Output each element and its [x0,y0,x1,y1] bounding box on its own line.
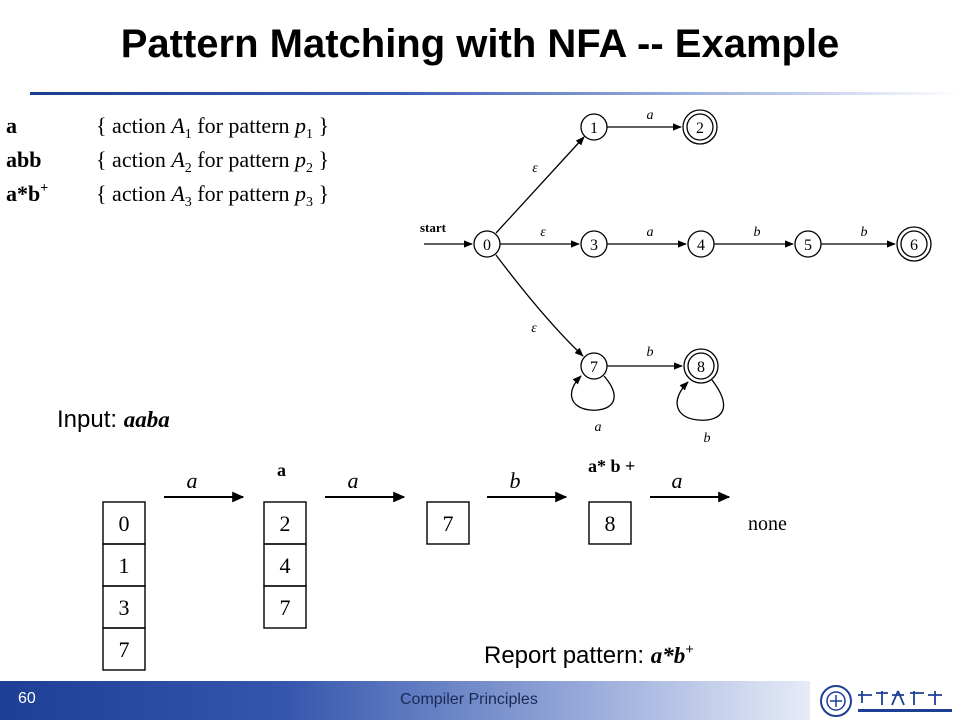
pattern-table: a { action A1 for pattern p1 } abb { act… [6,113,329,210]
report-label: Report pattern: [484,642,651,669]
title-underline [30,92,960,95]
state-set-value: 1 [119,553,130,578]
nfa-self-loop-8 [676,379,725,421]
state-set-cell [263,585,307,629]
pattern-regex: abb [6,147,41,172]
nfa-state-label: 3 [590,237,598,254]
state-set-value: 4 [280,553,291,578]
slide-canvas: a { action A1 for pattern p1 } abb { act… [6,108,932,671]
step-symbol: b [510,468,521,493]
state-set-value: 0 [119,511,130,536]
input-value: aaba [123,407,170,432]
nfa-self-loop-7 [570,375,615,411]
nfa-edge-0-7 [495,254,584,357]
simulation-diagram: 0 1 3 7 2 4 7 7 8 a a a b a none [102,460,787,671]
input-label: Input: [57,406,124,433]
nfa-edge-label: ε [531,321,537,336]
nfa-edge-label: a [595,420,602,435]
report-value-sup: + [685,642,694,658]
state-set-cell [102,627,146,671]
pattern-regex: a [6,113,17,138]
nfa-edge-label: ε [532,161,538,176]
state-set-value: 2 [280,511,291,536]
state-set-value: 8 [605,511,616,536]
nfa-state-label: 2 [696,120,704,137]
end-label: none [748,513,787,535]
nfa-state-8-accept-ring [683,348,719,384]
nfa-state-label: 7 [590,359,598,376]
course-name: Compiler Principles [400,691,538,708]
state-set-cell [588,501,632,545]
nfa-state-label: 8 [697,359,705,376]
nfa-state-label: 0 [483,237,491,254]
state-set-value: 7 [280,595,291,620]
state-set-value: 3 [119,595,130,620]
match-label: a [277,460,286,480]
nfa-state-8 [687,352,715,380]
nfa-edge-label: b [754,225,761,240]
step-symbol: a [348,468,359,493]
pattern-action: { action A2 for pattern p2 } [96,147,329,176]
footer-bar [0,681,810,720]
nfa-state-2 [686,113,714,141]
nfa-edge-label: b [647,345,654,360]
pattern-row: a { action A1 for pattern p1 } [6,113,329,142]
nfa-state-6-accept-ring [896,226,932,262]
nfa-edge-label: ε [540,225,546,240]
nfa-edge-0-1 [495,136,585,234]
nfa-edge-label: b [861,225,868,240]
input-line: Input: aaba [57,406,170,434]
nfa-state-6 [900,230,928,258]
state-set-cell [426,501,470,545]
state-set-value: 7 [119,637,130,662]
step-symbol: a [187,468,198,493]
start-label: start [420,220,447,235]
nfa-state-2-accept-ring [682,109,718,145]
nfa-edge-label: a [647,225,654,240]
nfa-state-label: 5 [804,237,812,254]
state-set-value: 7 [443,511,454,536]
footer: 60 Compiler Principles [0,681,960,720]
nfa-state-label: 1 [590,120,598,137]
university-logo [820,685,952,717]
nfa-edge-label: a [647,108,654,123]
report-value: a*b [650,643,686,668]
nfa-state-label: 4 [697,237,705,254]
nfa-edge-label: b [704,431,711,446]
pattern-action: { action A1 for pattern p1 } [96,113,329,142]
pattern-action: { action A3 for pattern p3 } [96,181,329,210]
slide-number: 60 [18,690,36,707]
pattern-row: abb { action A2 for pattern p2 } [6,147,329,176]
report-line: Report pattern: a*b+ [484,642,694,670]
step-symbol: a [672,468,683,493]
nfa-state-label: 6 [910,237,918,254]
pattern-regex: a*b+ [6,181,48,206]
nfa-diagram: start 0 1 2 3 4 5 6 7 8 [420,108,932,446]
slide-title: Pattern Matching with NFA -- Example [120,22,840,66]
final-match-label: a* b + [588,456,636,476]
pattern-row: a*b+ { action A3 for pattern p3 } [6,181,329,210]
